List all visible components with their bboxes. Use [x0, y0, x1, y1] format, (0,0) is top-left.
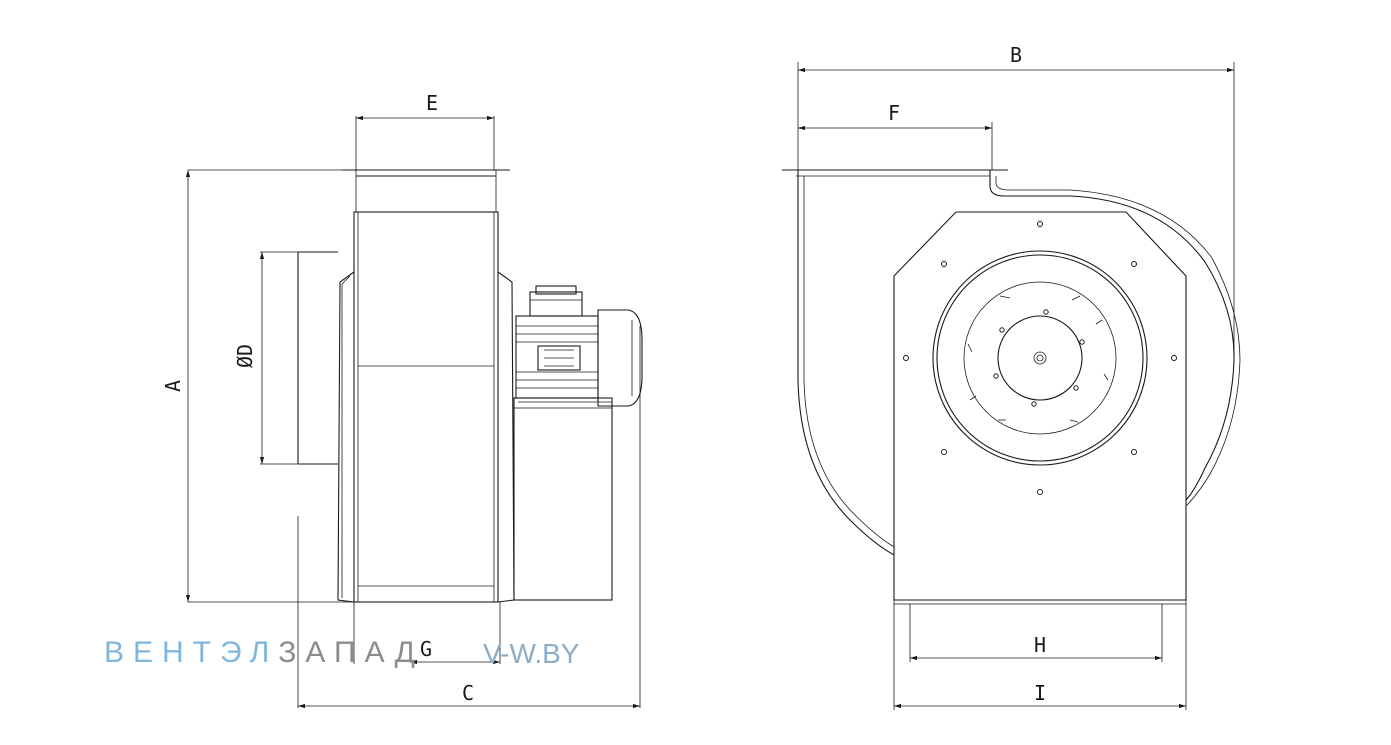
brand-watermark: ВЕНТЭЛЗАПАД	[104, 636, 424, 670]
dim-label-c: C	[462, 681, 474, 705]
dim-label-g: G	[420, 637, 432, 661]
side-view	[185, 115, 643, 709]
brand-website: V-W.BY	[483, 638, 580, 669]
dim-label-d: ØD	[233, 344, 257, 368]
dim-label-a: A	[161, 380, 185, 392]
dim-label-i: I	[1034, 681, 1046, 705]
dim-label-e: E	[426, 91, 438, 115]
dim-label-h: H	[1034, 633, 1046, 657]
brand-watermark-part1: ВЕНТЭЛ	[104, 636, 279, 669]
front-view	[782, 62, 1241, 710]
dim-label-f: F	[888, 101, 900, 125]
dim-label-b: B	[1010, 43, 1022, 67]
brand-watermark-part2: ЗАПАД	[278, 636, 424, 669]
